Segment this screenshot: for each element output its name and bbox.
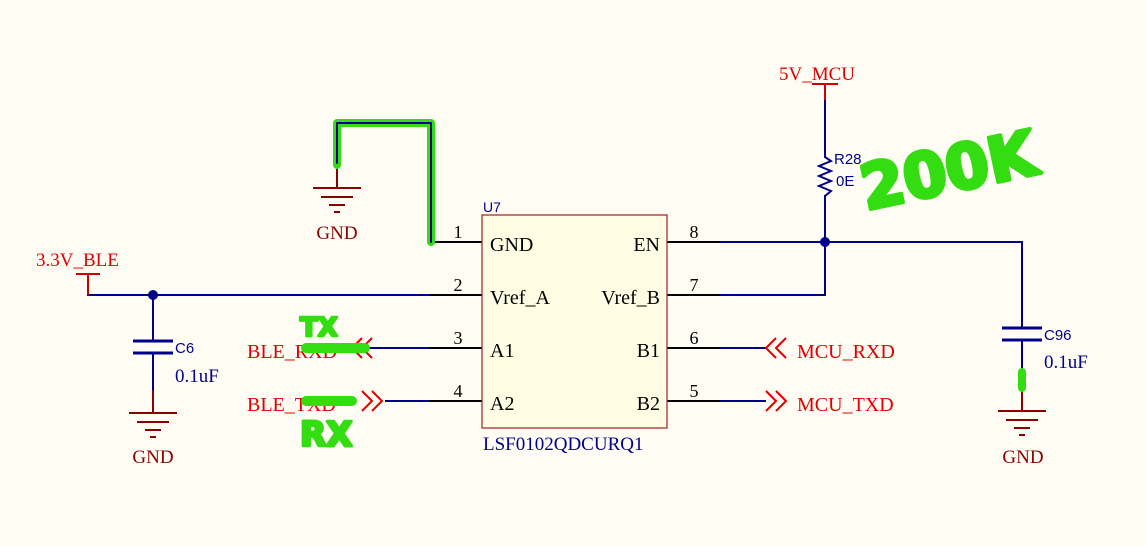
ground-symbol-ic: GND: [313, 165, 361, 244]
ground-symbol-c96: GND: [998, 388, 1046, 468]
pin-8-number: 8: [690, 222, 699, 242]
resistor-r28[interactable]: R28 0E: [816, 151, 862, 197]
ic-designator: U7: [483, 199, 501, 215]
net-port-mcu-txd[interactable]: MCU_TXD: [765, 390, 894, 416]
capacitor-c96[interactable]: C96 0.1uF: [1002, 326, 1088, 373]
ic-body: [481, 214, 668, 429]
pin-3-number: 3: [454, 328, 463, 348]
ground-label-c96: GND: [1002, 447, 1043, 468]
net-label-mcu-txd: MCU_TXD: [797, 394, 894, 416]
capacitor-c96-value: 0.1uF: [1044, 352, 1088, 373]
net-port-mcu-rxd[interactable]: MCU_RXD: [764, 337, 895, 363]
annotation-rx: RX: [300, 415, 352, 455]
pin-7-number: 7: [690, 275, 699, 295]
capacitor-c6[interactable]: C6 0.1uF: [133, 339, 219, 387]
resistor-r28-designator: R28: [834, 151, 862, 168]
ground-symbol-c6: GND: [129, 390, 177, 468]
pin-6-name: B1: [637, 340, 660, 362]
power-port-5v[interactable]: 5V_MCU: [779, 64, 855, 100]
junction-vref-a: [148, 290, 158, 300]
power-label-5v: 5V_MCU: [779, 64, 855, 85]
ic-u7[interactable]: U7 LSF0102QDCURQ1 1 2 3 4 8 7 6 5 GND Vr…: [430, 199, 720, 455]
mcu-txd-arrow-1: [765, 390, 778, 412]
power-port-3v3[interactable]: 3.3V_BLE: [36, 250, 119, 295]
pin-4-name: A2: [490, 393, 514, 415]
ble-txd-arrow-1: [361, 390, 374, 412]
capacitor-c6-designator: C6: [175, 340, 194, 357]
pin-6-number: 6: [690, 328, 699, 348]
power-label-3v3: 3.3V_BLE: [36, 250, 119, 271]
pin-1-number: 1: [454, 222, 463, 242]
resistor-r28-value: 0E: [836, 173, 854, 190]
pin-2-name: Vref_A: [490, 287, 550, 309]
ground-label-ic: GND: [316, 223, 357, 244]
pin-8-name: EN: [633, 234, 660, 256]
mcu-txd-arrow-2: [775, 390, 788, 412]
junction-en: [820, 237, 830, 247]
ble-txd-arrow-2: [371, 390, 384, 412]
annotation-ground-reroute-inner: [336, 122, 432, 243]
pin-3-name: A1: [490, 340, 514, 362]
resistor-r28-zigzag: [816, 156, 834, 197]
pin-1-name: GND: [490, 234, 533, 256]
capacitor-c6-value: 0.1uF: [175, 366, 219, 387]
pin-2-number: 2: [454, 275, 463, 295]
ic-part-number: LSF0102QDCURQ1: [483, 434, 643, 455]
net-label-mcu-rxd: MCU_RXD: [797, 341, 895, 363]
mcu-rxd-arrow-2: [774, 337, 787, 359]
mcu-rxd-arrow-1: [764, 337, 777, 359]
capacitor-c96-designator: C96: [1044, 327, 1072, 344]
pin-7-name: Vref_B: [601, 287, 660, 309]
pin-5-name: B2: [637, 393, 660, 415]
annotation-tx: TX: [300, 313, 338, 343]
annotation-resistor-value: 200K: [854, 116, 1045, 225]
ground-label-c6: GND: [132, 447, 173, 468]
pin-4-number: 4: [454, 381, 463, 401]
pin-5-number: 5: [690, 381, 699, 401]
